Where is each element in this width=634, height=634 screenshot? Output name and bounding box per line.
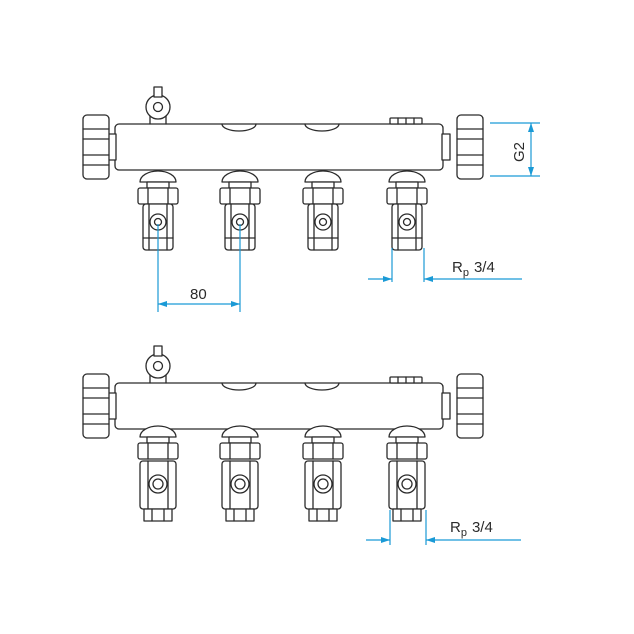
dimension-spacing-label: 80 — [190, 286, 207, 303]
fitting-outlet-1 — [137, 425, 179, 522]
ball-valve-outlet-3 — [302, 170, 344, 251]
dimension-main-connection: G2 — [490, 122, 540, 177]
fitting-outlet-4 — [386, 425, 428, 522]
ball-valve-outlet-4 — [386, 170, 428, 251]
dimension-main-connection-label: G2 — [511, 142, 528, 162]
fitting-outlet-2 — [219, 425, 261, 522]
manifold-body-top — [83, 87, 483, 179]
manifold-top — [83, 87, 483, 251]
dimension-spacing: 80 — [157, 224, 241, 312]
manifold-body-bottom — [83, 346, 483, 438]
manifold-bottom — [83, 346, 483, 522]
fitting-outlet-3 — [302, 425, 344, 522]
